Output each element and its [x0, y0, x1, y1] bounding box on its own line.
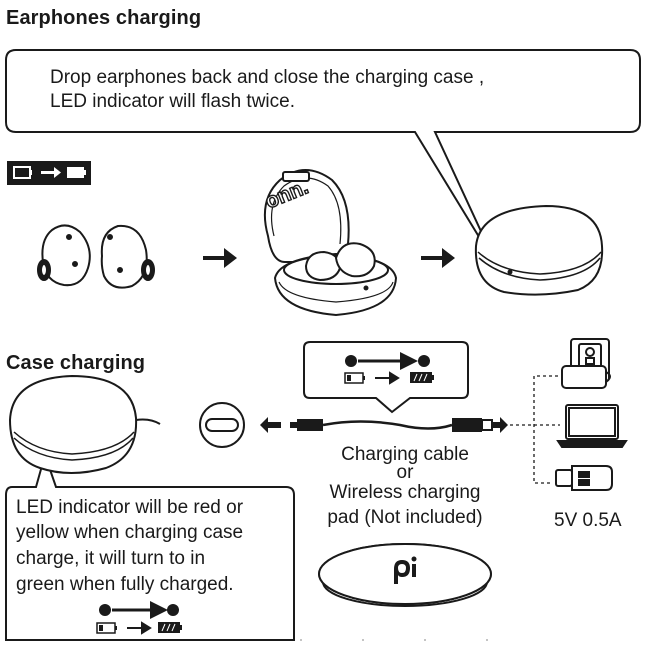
arrow-right-icon	[421, 248, 455, 268]
car-charger-icon	[555, 465, 613, 491]
power-spec: 5V 0.5A	[554, 510, 622, 531]
case-charging-heading: Case charging	[6, 352, 146, 374]
wall-outlet-icon	[561, 338, 611, 389]
arrow-right-icon	[203, 248, 237, 268]
wireless-label-line1: Wireless charging	[329, 482, 481, 503]
open-charging-case	[264, 169, 398, 317]
laptop-icon	[556, 404, 628, 448]
led-text-line3: charge, it will turn to in	[16, 548, 206, 569]
usb-c-port-icon	[199, 402, 245, 448]
led-text-line2: yellow when charging case	[16, 522, 244, 543]
cable-label: Charging cable	[341, 444, 469, 465]
earbud-right	[100, 224, 155, 289]
battery-low-icon	[96, 622, 117, 634]
case-left	[8, 374, 161, 474]
qi-logo-icon	[394, 556, 417, 584]
led-sequence-icon	[344, 352, 434, 385]
earphones-callout-line2: LED indicator will flash twice.	[50, 91, 295, 112]
led-sequence-bottom-icon	[96, 601, 182, 635]
earphones-callout-line1: Drop earphones back and close the chargi…	[50, 67, 485, 88]
battery-low-icon	[344, 372, 365, 384]
battery-full-icon	[410, 372, 434, 383]
wireless-label-line2: pad (Not included)	[327, 507, 483, 528]
arrow-left-icon	[260, 417, 281, 433]
battery-full-icon	[158, 622, 182, 633]
or-label: or	[396, 462, 414, 483]
closed-charging-case	[474, 204, 604, 296]
charging-cable	[290, 418, 493, 432]
led-text-line4: green when fully charged.	[16, 574, 234, 595]
led-callout-box	[5, 451, 295, 641]
led-text-line1: LED indicator will be red or	[16, 497, 244, 518]
earphones-callout-box	[5, 49, 641, 269]
earbud-left	[37, 224, 91, 287]
earphones-charging-heading: Earphones charging	[6, 7, 202, 29]
arrow-right-icon	[493, 417, 508, 433]
connector-lines	[510, 375, 560, 484]
battery-sequence-badge	[7, 161, 91, 185]
